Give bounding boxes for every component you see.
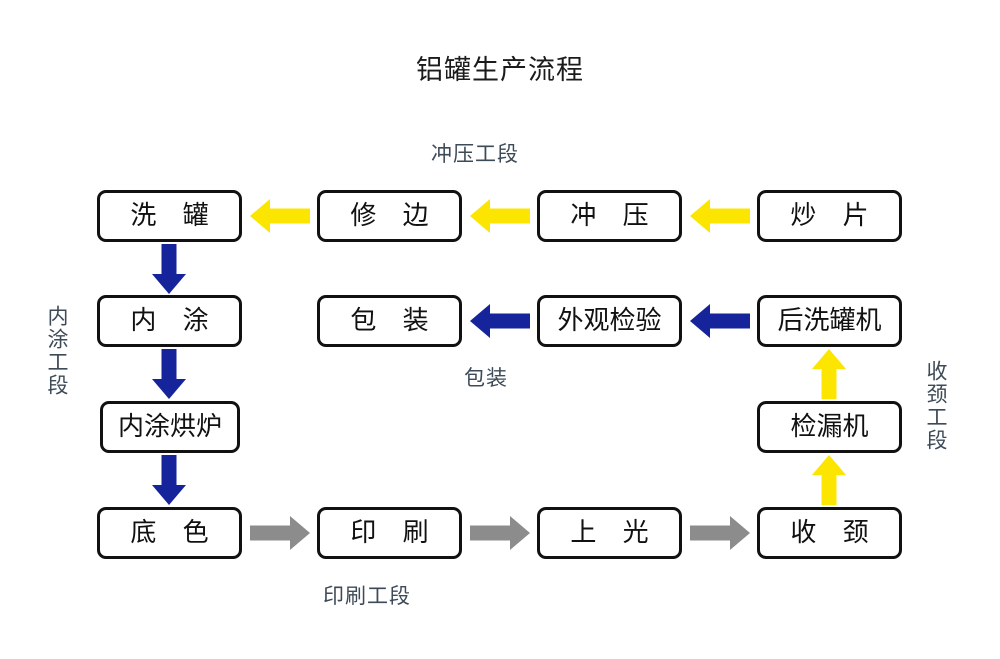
node-wash-can[interactable]: 洗 罐 (97, 190, 242, 242)
caption-printing-section: 印刷工段 (323, 584, 411, 608)
arrow-base-color-to-print (250, 514, 310, 552)
arrow-varnish-to-neck (690, 514, 750, 552)
arrow-trim-to-wash-can (250, 197, 310, 235)
arrow-interior-coat-to-coat-oven (150, 349, 188, 399)
arrow-coat-oven-to-base-color (150, 455, 188, 505)
node-neck[interactable]: 收 颈 (757, 507, 902, 559)
node-print[interactable]: 印 刷 (317, 507, 462, 559)
node-trim[interactable]: 修 边 (317, 190, 462, 242)
node-leak-tester[interactable]: 检漏机 (757, 401, 902, 453)
node-coat-oven[interactable]: 内涂烘炉 (100, 401, 240, 453)
node-interior-coat[interactable]: 内 涂 (97, 295, 242, 347)
arrow-neck-to-leak-tester (810, 455, 848, 505)
arrow-wash-can-to-interior-coat (150, 244, 188, 294)
caption-interior-coating-section: 内涂工段 (45, 305, 69, 397)
caption-stamping-section: 冲压工段 (431, 142, 519, 166)
node-base-color[interactable]: 底 色 (97, 507, 242, 559)
caption-necking-section: 收颈工段 (924, 360, 948, 452)
node-pack[interactable]: 包 装 (317, 295, 462, 347)
node-cup-blank[interactable]: 炒 片 (757, 190, 902, 242)
arrow-print-to-varnish (470, 514, 530, 552)
node-rear-washer[interactable]: 后洗罐机 (757, 295, 902, 347)
arrow-cup-blank-to-stamp (690, 197, 750, 235)
arrow-leak-tester-to-rear-washer (810, 349, 848, 399)
page-title: 铝罐生产流程 (416, 55, 584, 86)
arrow-rear-washer-to-appearance (690, 302, 750, 340)
node-varnish[interactable]: 上 光 (537, 507, 682, 559)
arrow-stamp-to-trim (470, 197, 530, 235)
arrow-appearance-to-pack (470, 302, 530, 340)
caption-packaging-section: 包装 (464, 366, 508, 390)
node-stamp[interactable]: 冲 压 (537, 190, 682, 242)
node-appearance-inspect[interactable]: 外观检验 (537, 295, 682, 347)
